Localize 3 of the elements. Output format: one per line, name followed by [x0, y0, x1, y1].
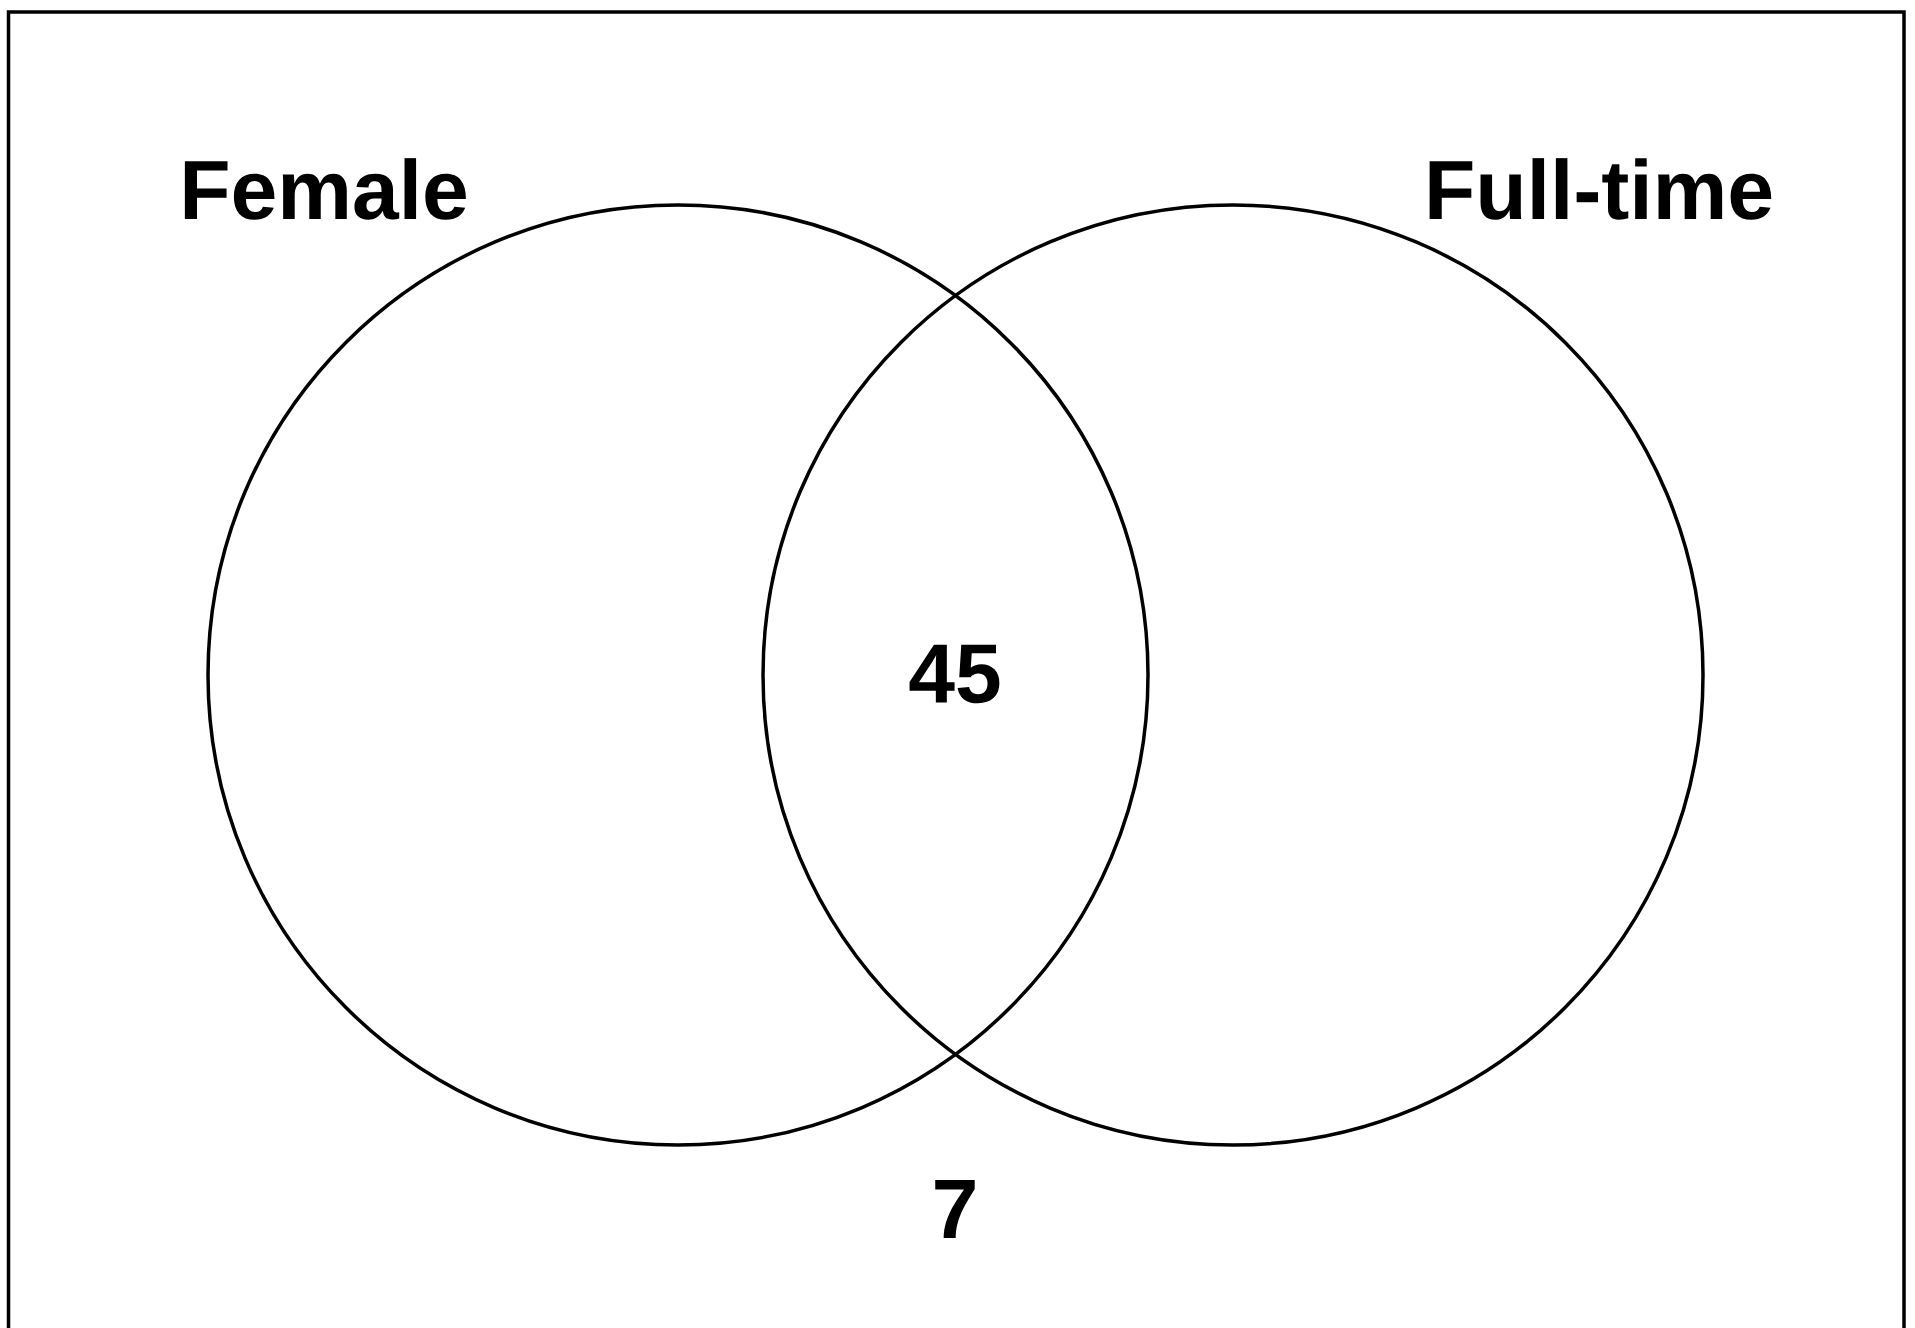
- node-label: Full-time: [1429, 158, 1772, 220]
- region-count: 7: [935, 1180, 975, 1238]
- region-count: 45: [909, 644, 1000, 704]
